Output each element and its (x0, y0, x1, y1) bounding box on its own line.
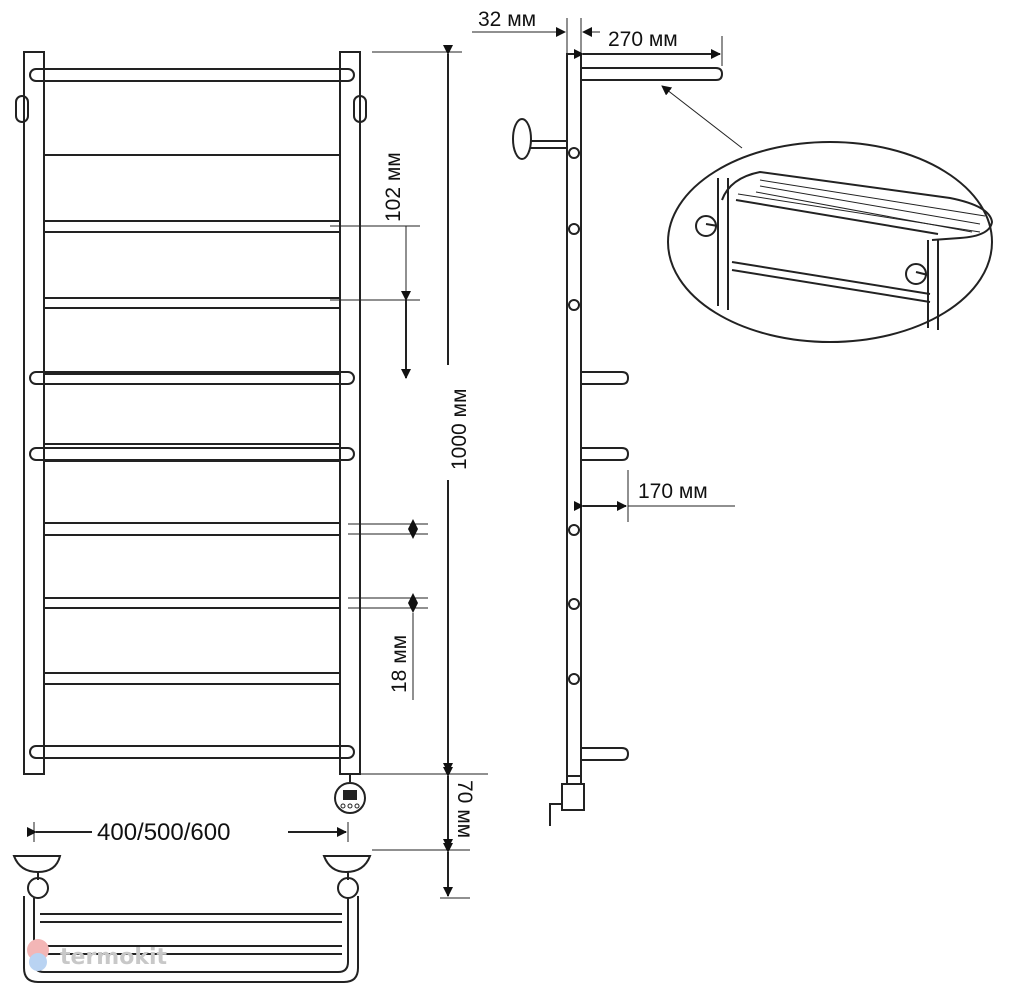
top-bar (29, 68, 355, 82)
right-post (339, 51, 361, 775)
panel-8 (43, 683, 341, 747)
side-post (566, 53, 582, 777)
dim-width: 400/500/600 (27, 819, 349, 846)
panel-1 (43, 154, 341, 222)
side-view (512, 53, 724, 826)
panel-6 (43, 534, 341, 599)
label-bar-depth: 170 мм (638, 480, 708, 503)
label-rung-spacing: 102 мм (382, 152, 405, 222)
left-flange (12, 855, 62, 874)
label-side-offset: 32 мм (478, 8, 536, 31)
bar-middle-2 (29, 447, 355, 461)
heater-control (334, 782, 366, 814)
dim-side-offset: 32 мм (472, 8, 600, 54)
bar-middle-1 (29, 371, 355, 385)
watermark: termokit (27, 939, 167, 971)
panel-3 (43, 307, 341, 375)
panel-5 (43, 460, 341, 524)
dim-bar-depth: 170 мм (574, 470, 735, 522)
left-post (23, 51, 45, 775)
label-total-height: 1000 мм (448, 389, 471, 470)
dim-shelf-depth: 270 мм (574, 28, 723, 66)
zoom-ellipse (667, 141, 993, 343)
leader-line (661, 85, 743, 149)
side-mount (512, 118, 532, 160)
right-mount (353, 95, 367, 123)
left-mount (15, 95, 29, 123)
label-width: 400/500/600 (97, 819, 230, 846)
panel-7 (43, 607, 341, 674)
watermark-text: termokit (60, 945, 167, 970)
dim-tube-diameter: 18 мм (348, 519, 428, 700)
bar-bottom (29, 745, 355, 759)
panel-2 (43, 231, 341, 299)
dim-heater-length: 70 мм (372, 767, 476, 899)
dim-rung-spacing: 102 мм (330, 152, 420, 379)
side-shelf (581, 67, 724, 81)
panel-4 (43, 383, 341, 445)
side-heater (561, 783, 585, 811)
right-flange (322, 855, 372, 874)
zoom-detail (667, 141, 994, 343)
dim-total-height: 1000 мм (360, 45, 488, 775)
label-shelf-depth: 270 мм (608, 28, 678, 51)
label-tube-diameter: 18 мм (388, 635, 411, 693)
label-heater-length: 70 мм (453, 780, 476, 838)
front-view (15, 51, 367, 814)
